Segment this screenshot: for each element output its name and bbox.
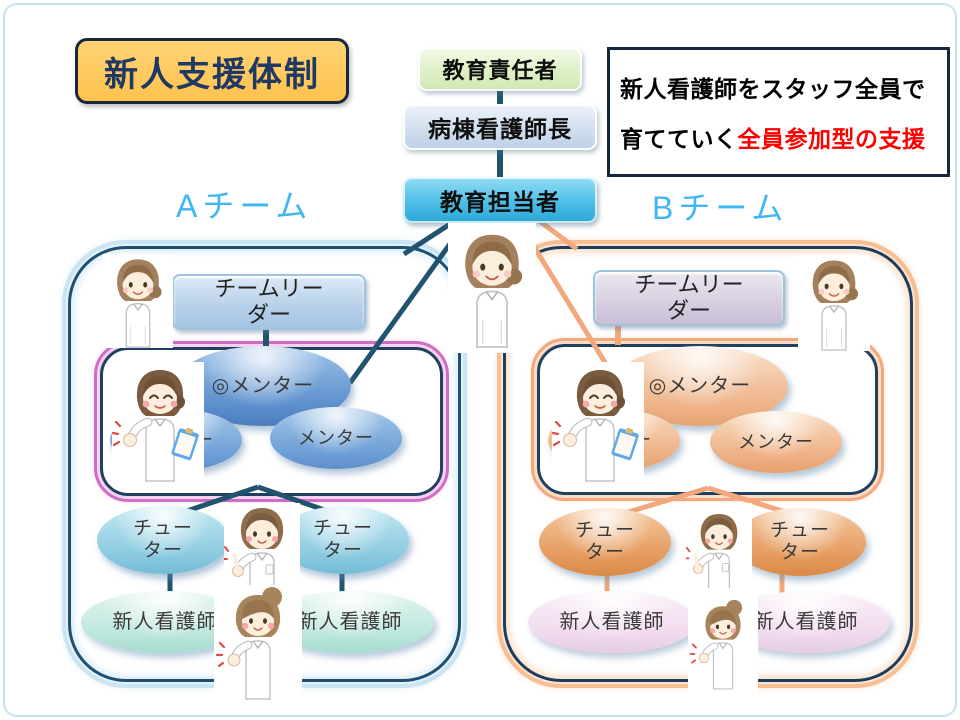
team-b-newcomer-left-label: 新人看護師 bbox=[559, 610, 665, 633]
note-line-2-red: 全員参加型の支援 bbox=[737, 126, 926, 152]
nurse-education-staff-illustration bbox=[448, 223, 536, 353]
team-b-mentor-group-box bbox=[531, 338, 884, 501]
team-a-leader-box: チームリーダー bbox=[172, 274, 366, 330]
note-line-2-black: 育てていく bbox=[620, 126, 738, 152]
team-b-chief-mentor-label: ◎メンター bbox=[648, 374, 752, 397]
nurse-team-a-newcomer-illustration bbox=[214, 585, 302, 700]
hierarchy-box-education-staff: 教育担当者 bbox=[403, 177, 597, 223]
team-b-tutor-right: チューター bbox=[734, 508, 866, 576]
nurse-team-b-newcomer-illustration bbox=[688, 588, 758, 700]
nurse-team-a-leader-illustration bbox=[103, 254, 173, 348]
team-a-tutor-left: チューター bbox=[97, 506, 229, 574]
team-b-mentor-right: メンター bbox=[710, 411, 842, 473]
team-a-tutor-left-label: チューター bbox=[132, 518, 193, 561]
hierarchy-box-education-director: 教育責任者 bbox=[418, 47, 582, 91]
nurse-team-b-mentor-illustration bbox=[552, 362, 644, 482]
team-a-tutor-right-label: チューター bbox=[312, 518, 373, 561]
page-title: 新人支援体制 bbox=[75, 38, 349, 104]
hierarchy-label-0: 教育責任者 bbox=[442, 58, 558, 83]
team-b-tutor-left-label: チューター bbox=[574, 520, 635, 563]
nurse-team-a-mentor-illustration bbox=[112, 362, 204, 482]
team-a-mentor-right: メンター bbox=[270, 407, 402, 469]
page-title-text: 新人支援体制 bbox=[104, 55, 320, 94]
team-b-mentor-right-label: メンター bbox=[738, 431, 814, 452]
team-a-mentor-right-label: メンター bbox=[298, 427, 374, 448]
slide-frame bbox=[3, 3, 957, 717]
team-b-tutor-right-label: チューター bbox=[769, 520, 830, 563]
hierarchy-label-1: 病棟看護師長 bbox=[428, 116, 572, 142]
team-a-leader-label: チームリーダー bbox=[214, 275, 324, 327]
team-b-newcomer-right-label: 新人看護師 bbox=[753, 610, 859, 633]
team-b-label: Bチーム bbox=[652, 190, 789, 226]
note-line-1: 新人看護師をスタッフ全員で bbox=[620, 76, 926, 102]
line-b-mentors-tutor-left bbox=[621, 485, 709, 517]
team-b-tutor-left: チューター bbox=[539, 508, 671, 576]
team-b-newcomer-left: 新人看護師 bbox=[528, 591, 696, 653]
team-a-newcomer-left-label: 新人看護師 bbox=[112, 610, 218, 633]
team-b-leader-label: チームリーダー bbox=[634, 271, 744, 323]
team-a-newcomer-right-label: 新人看護師 bbox=[297, 610, 403, 633]
team-a-chief-mentor-label: ◎メンター bbox=[211, 374, 315, 397]
support-note-box: 新人看護師をスタッフ全員で 育てていく全員参加型の支援 bbox=[607, 47, 950, 177]
team-a-label: Aチーム bbox=[176, 188, 313, 224]
hierarchy-box-head-nurse: 病棟看護師長 bbox=[403, 104, 597, 150]
hierarchy-label-2: 教育担当者 bbox=[440, 189, 560, 215]
note-line-2: 育てていく全員参加型の支援 bbox=[620, 120, 937, 154]
nurse-team-b-leader-illustration bbox=[798, 255, 870, 351]
team-b-leader-box: チームリーダー bbox=[593, 270, 785, 326]
